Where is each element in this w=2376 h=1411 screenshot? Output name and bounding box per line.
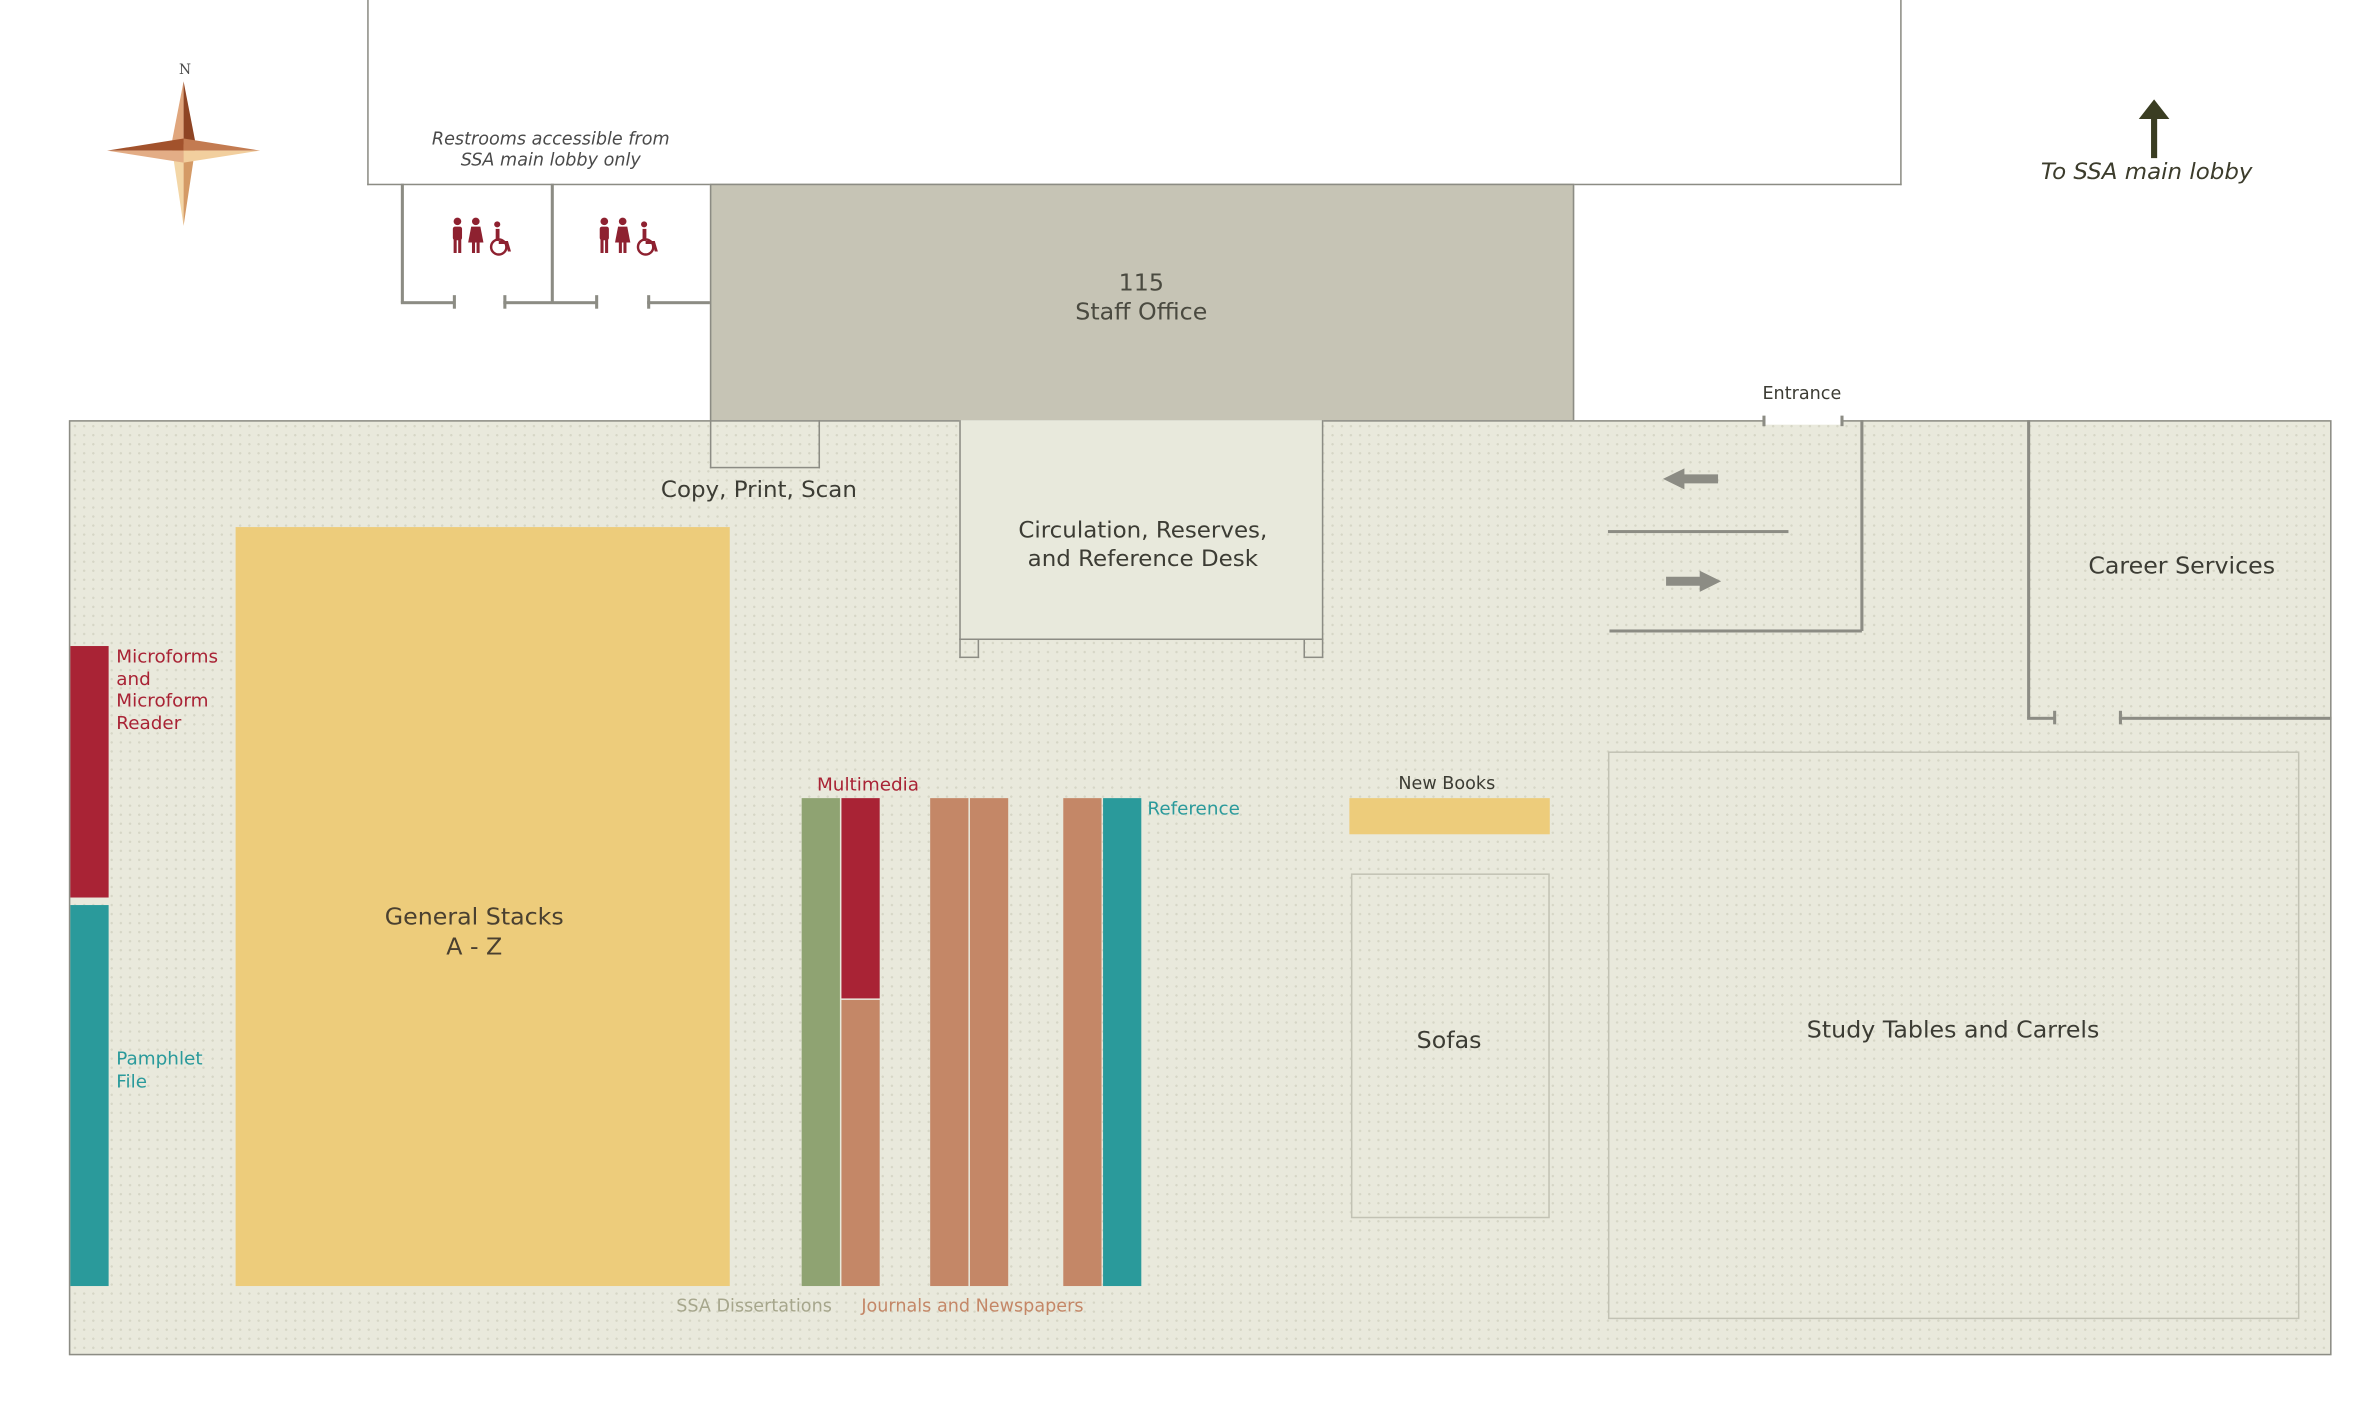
dissertations-label: SSA Dissertations <box>676 1295 832 1317</box>
entrance-label: Entrance <box>1762 382 1842 404</box>
north-label: N <box>179 62 191 78</box>
new-books-label: New Books <box>1398 772 1496 794</box>
restroom-note-line2: SSA main lobby only <box>460 149 641 171</box>
journals-label: Journals and Newspapers <box>861 1295 1084 1317</box>
staff-office <box>709 183 1575 422</box>
arrow-left-icon <box>1663 468 1719 490</box>
general-stacks <box>235 527 730 1287</box>
study-tables-label: Study Tables and Carrels <box>1806 1016 2100 1044</box>
staff-office-label: 115 Staff Office <box>988 270 1294 327</box>
reference-shelf <box>1103 798 1142 1287</box>
career-services-label: Career Services <box>2088 552 2276 580</box>
arrow-right-icon <box>1666 570 1722 592</box>
new-books-shelf <box>1349 798 1550 835</box>
multimedia-label: Multimedia <box>816 774 920 796</box>
general-stacks-label: General Stacks A - Z <box>384 903 564 961</box>
copy-print-scan-label: Copy, Print, Scan <box>660 475 857 503</box>
to-lobby-label: To SSA main lobby <box>2040 158 2253 186</box>
circulation-desk-label: Circulation, Reserves, and Reference Des… <box>973 517 1313 574</box>
copy-print-scan-area <box>709 420 821 469</box>
pamphlet-file-shelf <box>70 905 109 1287</box>
multimedia-shelf <box>841 798 880 999</box>
journals-shelf <box>1063 798 1102 1287</box>
sofas-label: Sofas <box>1416 1027 1482 1055</box>
journals-shelf <box>841 999 880 1287</box>
restroom-accessible-icon <box>452 217 511 256</box>
reference-label: Reference <box>1147 798 1240 820</box>
circulation-line2: and Reference Desk <box>1027 545 1259 573</box>
entrance-opening <box>1763 417 1841 425</box>
circulation-desk <box>959 420 1324 641</box>
restroom-note: Restrooms accessible from SSA main lobby… <box>401 128 701 170</box>
journals-shelf <box>930 798 969 1287</box>
pamphlet-file-label: Pamphlet File <box>116 1048 203 1092</box>
upper-building-outline <box>367 0 1902 186</box>
compass: N <box>104 57 263 232</box>
compass-rose-icon: N <box>107 62 261 226</box>
restroom-note-line1: Restrooms accessible from <box>431 128 670 150</box>
sofas-area <box>1350 873 1550 1219</box>
dissertations-shelf <box>801 798 840 1287</box>
journals-shelf <box>969 798 1009 1287</box>
arrow-up-icon <box>2138 99 2170 159</box>
microforms-label: Microforms and Microform Reader <box>116 646 219 733</box>
restroom-accessible-icon <box>599 217 658 256</box>
staff-office-name: Staff Office <box>1075 298 1208 326</box>
circulation-line1: Circulation, Reserves, <box>1018 516 1268 544</box>
study-tables-area <box>1607 751 2300 1320</box>
staff-office-number: 115 <box>1118 269 1164 297</box>
microforms-shelf <box>70 646 109 898</box>
